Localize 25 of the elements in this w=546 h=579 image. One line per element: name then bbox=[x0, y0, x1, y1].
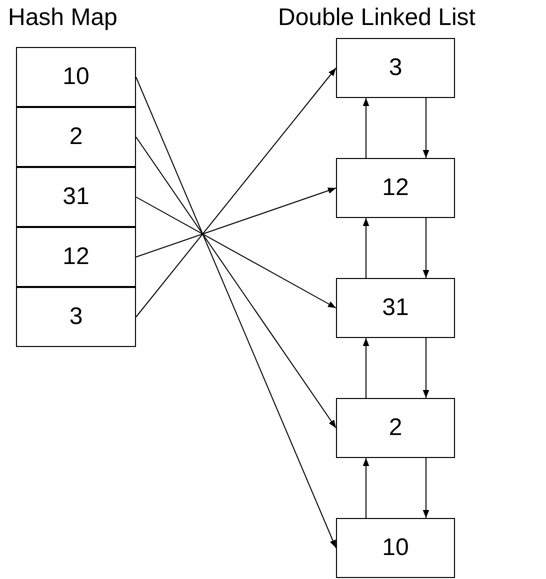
arrow bbox=[136, 136, 336, 428]
list-node-box: 31 bbox=[336, 278, 455, 338]
heading: Double Linked List bbox=[278, 4, 476, 32]
hash-cell: 3 bbox=[16, 287, 136, 347]
arrow bbox=[422, 98, 430, 158]
arrow bbox=[422, 458, 430, 518]
list-node-box: 12 bbox=[336, 158, 455, 218]
arrow bbox=[422, 338, 430, 398]
hash-cell: 2 bbox=[16, 107, 136, 167]
list-node-box: 10 bbox=[336, 518, 455, 578]
arrow bbox=[136, 188, 336, 258]
list-node-box: 2 bbox=[336, 398, 455, 458]
hash-cell: 10 bbox=[16, 47, 136, 107]
hash-cell: 31 bbox=[16, 167, 136, 227]
arrow bbox=[136, 196, 336, 308]
arrow bbox=[422, 218, 430, 278]
list-node-box: 3 bbox=[336, 38, 455, 98]
arrow bbox=[362, 98, 370, 158]
hash-cell: 12 bbox=[16, 227, 136, 287]
arrow bbox=[136, 76, 336, 548]
arrow bbox=[136, 68, 336, 318]
arrow bbox=[362, 458, 370, 518]
heading: Hash Map bbox=[8, 4, 118, 32]
arrow bbox=[362, 338, 370, 398]
arrow bbox=[362, 218, 370, 278]
